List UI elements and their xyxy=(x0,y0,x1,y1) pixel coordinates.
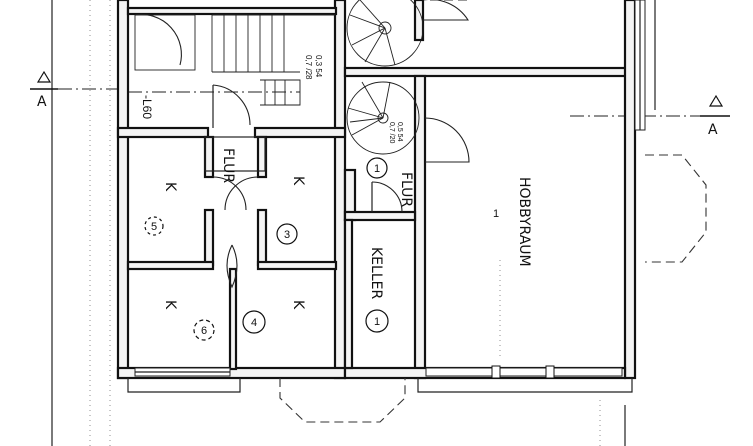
section-letter-right: A xyxy=(708,122,718,138)
door-swing-flur-top xyxy=(212,84,251,126)
spiral-stair-top xyxy=(346,0,470,67)
room-label-k-br: K xyxy=(290,300,306,310)
bay-window-bottom xyxy=(279,378,406,423)
door-swing-k6-k4 xyxy=(226,244,238,289)
room-number-1-flur: 1 xyxy=(366,157,388,179)
light-well-right xyxy=(417,378,633,393)
door-swing-k3 xyxy=(224,176,259,211)
room-number-4: 4 xyxy=(242,310,266,334)
room-label-flur-right: FLUR xyxy=(398,172,414,207)
room-label-k-tl: K xyxy=(162,182,178,192)
left-block xyxy=(116,0,347,380)
room-label-keller: KELLER xyxy=(368,247,384,299)
stair-right-note-2: 0,7 /20 xyxy=(388,122,395,144)
bay-window-right xyxy=(645,154,707,263)
svg-text:6: 6 xyxy=(201,325,207,337)
room-label-k-tr: K xyxy=(290,176,306,186)
stair-note-2: 0,7 /28 xyxy=(304,55,313,80)
svg-text:4: 4 xyxy=(251,317,257,329)
room-number-hobbyraum: 1 xyxy=(493,208,499,220)
svg-text:3: 3 xyxy=(284,229,290,241)
svg-text:1: 1 xyxy=(374,316,380,328)
spiral-stair-bottom: 0,5 54 0,7 /20 xyxy=(346,81,470,163)
light-well-left xyxy=(127,378,241,393)
stair-right-note-1: 0,5 54 xyxy=(396,122,403,142)
stair-note-1: 0,3 54 xyxy=(314,55,323,78)
room-number-5: 5 xyxy=(144,216,164,236)
door-swing-k5 xyxy=(212,176,247,211)
section-mark-left: A xyxy=(30,70,58,110)
window-right-bottom xyxy=(425,367,623,377)
section-mark-right: A xyxy=(700,94,730,138)
room-label-k-bl: K xyxy=(162,300,178,310)
svg-text:1: 1 xyxy=(374,163,380,175)
left-staircase: 0,3 54 0,7 /28 -L60 xyxy=(134,13,335,119)
svg-text:5: 5 xyxy=(151,221,157,233)
room-number-3: 3 xyxy=(276,223,298,245)
room-number-6: 6 xyxy=(193,319,215,341)
level-label: -L60 xyxy=(140,95,154,119)
room-label-hobbyraum: HOBBYRAUM xyxy=(516,177,532,267)
door-swing-keller xyxy=(371,181,403,213)
section-letter-left: A xyxy=(37,94,47,110)
room-label-flur-left: FLUR xyxy=(220,148,236,183)
room-number-1-keller: 1 xyxy=(365,309,389,333)
